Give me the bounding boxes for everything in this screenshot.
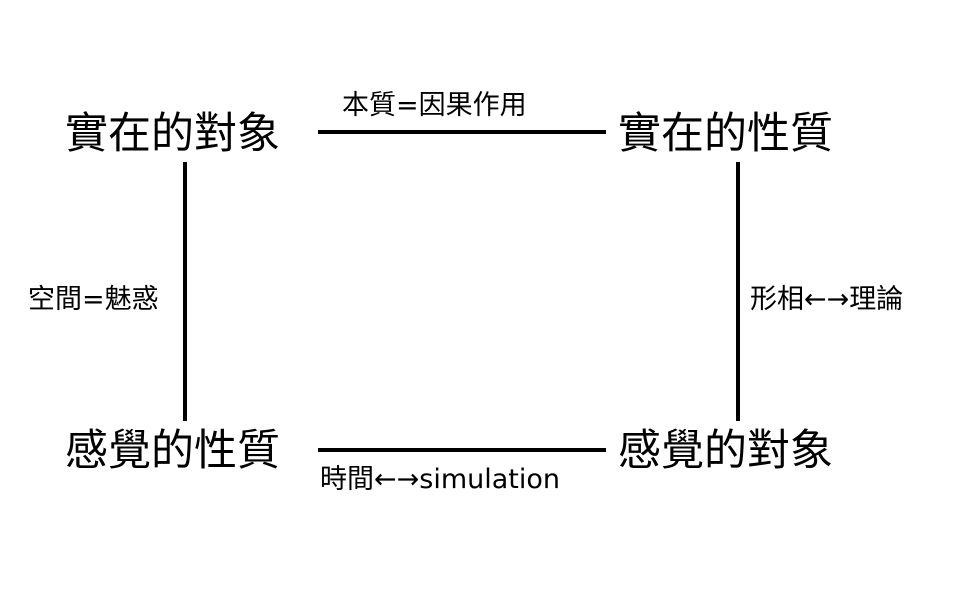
edge-bottom-label: 時間←→simulation xyxy=(320,464,560,495)
node-real-quality: 實在的性質 xyxy=(618,109,833,159)
node-sensual-object: 感覺的對象 xyxy=(618,426,833,476)
node-sensual-quality: 感覺的性質 xyxy=(65,426,280,476)
edge-right-label: 形相←→理論 xyxy=(750,284,904,315)
edge-bottom-line xyxy=(318,448,606,452)
edge-left-line xyxy=(183,162,187,421)
edge-top-label: 本質=因果作用 xyxy=(342,90,527,121)
edge-right-line xyxy=(736,162,740,421)
edge-top-line xyxy=(318,130,606,134)
node-real-object: 實在的對象 xyxy=(65,109,280,159)
edge-left-label: 空間=魅惑 xyxy=(28,284,159,315)
